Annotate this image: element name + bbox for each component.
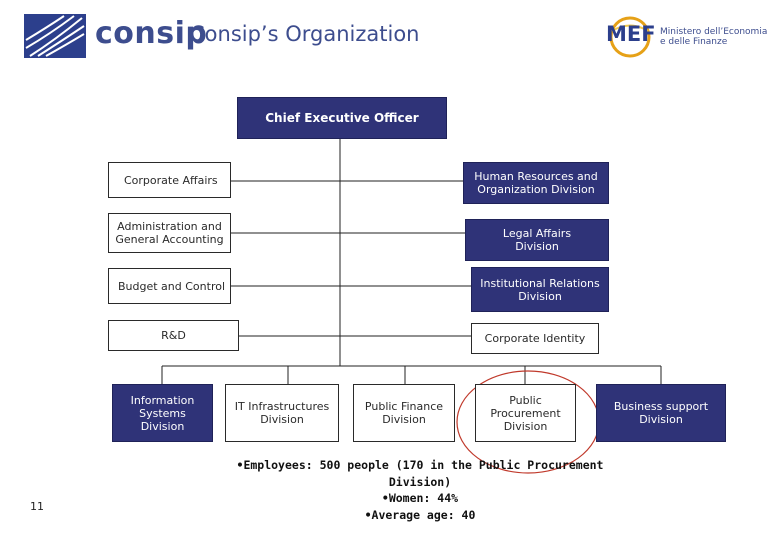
division-box-information-systems: Information Systems Division [112, 384, 213, 442]
consip-logo-text: consip [95, 16, 208, 51]
mef-ministry-line-1: Ministero dell’Economia [660, 27, 768, 37]
note-average-age: •Average age: 40 [364, 507, 476, 522]
staff-box-institutional-relations: Institutional Relations Division [471, 267, 609, 312]
mef-ministry-line-2: e delle Finanze [660, 37, 728, 47]
note-employees: •Employees: 500 people (170 in the Publi… [236, 458, 604, 489]
staff-box-legal-affairs: Legal Affairs Division [465, 219, 609, 261]
division-box-it-infrastructures: IT Infrastructures Division [225, 384, 339, 442]
consip-logo-mark [24, 14, 86, 58]
notes-block: •Employees: 500 people (170 in the Publi… [220, 457, 620, 523]
mef-logo-text: MEF [606, 22, 656, 46]
page-number: 11 [30, 500, 44, 513]
division-box-public-procurement: Public Procurement Division [475, 384, 576, 442]
staff-box-administration: Administration and General Accounting [108, 213, 231, 253]
division-box-public-finance: Public Finance Division [353, 384, 455, 442]
ceo-box: Chief Executive Officer [237, 97, 447, 139]
mef-ministry-name: Ministero dell’Economia e delle Finanze [660, 27, 767, 47]
staff-box-rd: R&D [108, 320, 239, 351]
staff-box-corporate-affairs: Corporate Affairs [108, 162, 231, 198]
staff-box-human-resources: Human Resources and Organization Divisio… [463, 162, 609, 204]
page-title: Consip’s Organization [190, 22, 420, 46]
mef-logo-mark [609, 16, 651, 58]
note-women: •Women: 44% [381, 491, 459, 505]
staff-box-corporate-identity: Corporate Identity [471, 323, 599, 354]
staff-box-budget-control: Budget and Control [108, 268, 231, 304]
division-box-business-support: Business support Division [596, 384, 726, 442]
